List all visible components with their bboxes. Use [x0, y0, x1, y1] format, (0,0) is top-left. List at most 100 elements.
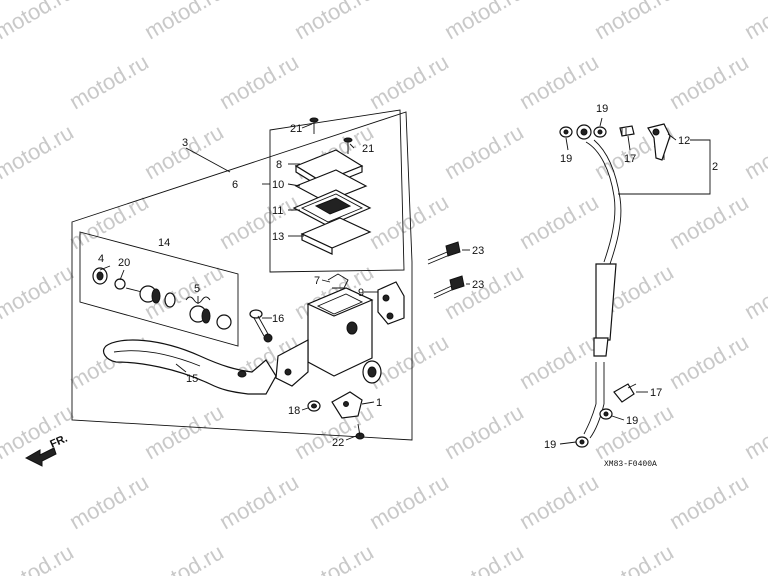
watermark-text: motod.ru [440, 539, 528, 576]
bolt-23a [427, 241, 461, 265]
watermark-text: motod.ru [515, 189, 603, 254]
watermark-text: motod.ru [665, 469, 753, 534]
leader-lines [99, 117, 677, 445]
watermark-text: motod.ru [740, 259, 768, 324]
watermark-text: motod.ru [140, 399, 228, 464]
diagram-code: XM83-F0400A [604, 460, 657, 469]
watermark-text: motod.ru [665, 189, 753, 254]
watermark-text: motod.ru [665, 49, 753, 114]
assembly-frame-14 [79, 231, 239, 347]
brake-hose [583, 139, 622, 439]
label-14: 14 [158, 237, 170, 249]
watermark-text: motod.ru [740, 399, 768, 464]
fitting-12 [647, 123, 671, 161]
watermark-text: motod.ru [440, 119, 528, 184]
watermark-text: motod.ru [65, 189, 153, 254]
label-7: 7 [314, 275, 320, 287]
label-19c: 19 [626, 415, 638, 427]
watermark-text: motod.ru [0, 469, 3, 534]
screw-21a [309, 117, 319, 134]
label-19b: 19 [596, 103, 608, 115]
label-21b: 21 [362, 143, 374, 155]
brake-lever [103, 339, 277, 395]
float [300, 217, 372, 255]
bolt-17a [619, 125, 635, 137]
label-2: 2 [712, 161, 718, 173]
watermark-text: motod.ru [515, 49, 603, 114]
label-21a: 21 [290, 123, 302, 135]
watermark-text: motod.ru [740, 119, 768, 184]
watermark-text: motod.ru [590, 539, 678, 576]
watermark-text: motod.ru [0, 49, 3, 114]
label-23b: 23 [472, 279, 484, 291]
watermark-text: motod.ru [215, 189, 303, 254]
watermark-text: motod.ru [0, 539, 78, 576]
watermark-text: motod.ru [0, 0, 78, 44]
nut-18 [307, 400, 321, 412]
label-3: 3 [182, 137, 188, 149]
label-22: 22 [332, 437, 344, 449]
watermark-text: motod.ru [590, 0, 678, 44]
label-10: 10 [272, 179, 284, 191]
pivot-bolt-16 [249, 309, 273, 343]
label-15: 15 [186, 373, 198, 385]
watermark-text: motod.ru [140, 539, 228, 576]
watermark-text: motod.ru [0, 119, 78, 184]
watermark-text: motod.ru [365, 469, 453, 534]
screw-21b [343, 137, 353, 154]
holder [377, 281, 405, 325]
watermark-text: motod.ru [515, 329, 603, 394]
watermark-text: motod.ru [0, 259, 78, 324]
label-9: 9 [358, 287, 364, 299]
watermark-text: motod.ru [290, 399, 378, 464]
part-labels: 21 21 3 8 6 10 11 13 14 4 20 5 15 16 7 9… [98, 103, 718, 451]
watermark-text: motod.ru [440, 0, 528, 44]
bolt-17b [613, 383, 637, 403]
label-1: 1 [376, 397, 382, 409]
watermark-text: motod.ru [440, 399, 528, 464]
watermark-text: motod.ru [65, 469, 153, 534]
piston-kit [92, 267, 232, 330]
bolt-23b [433, 275, 465, 299]
label-17a: 17 [624, 153, 636, 165]
watermark-text: motod.ru [140, 0, 228, 44]
watermark-text: motod.ru [665, 329, 753, 394]
diaphragm [292, 189, 372, 227]
label-20: 20 [118, 257, 130, 269]
clip-7 [327, 273, 349, 289]
banjo-washer-19a [559, 126, 573, 138]
banjo-fitting [576, 124, 592, 140]
watermark-text: motod.ru [365, 189, 453, 254]
label-4: 4 [98, 253, 104, 265]
watermark-text: motod.ru [0, 189, 3, 254]
watermark-text: motod.ru [65, 49, 153, 114]
label-8: 8 [276, 159, 282, 171]
label-23a: 23 [472, 245, 484, 257]
watermark-text: motod.ru [740, 539, 768, 576]
watermark-text: motod.ru [740, 0, 768, 44]
watermark-text: motod.ru [290, 0, 378, 44]
watermark-text: motod.ru [215, 469, 303, 534]
label-11: 11 [272, 205, 283, 217]
brake-light-switch [331, 391, 363, 419]
label-12: 12 [678, 135, 690, 147]
watermark-text: motod.ru [215, 49, 303, 114]
assembly-frame-6 [269, 109, 405, 273]
watermark-text: motod.ru [365, 49, 453, 114]
banjo-washer-19c [599, 408, 613, 420]
watermark-text: motod.ru [140, 119, 228, 184]
watermark-text: motod.ru [365, 329, 453, 394]
label-6: 6 [232, 179, 238, 191]
label-19a: 19 [560, 153, 572, 165]
label-18: 18 [288, 405, 300, 417]
label-19d: 19 [544, 439, 556, 451]
cap-plate [294, 169, 368, 203]
watermark-text: motod.ru [290, 539, 378, 576]
watermark-text: motod.ru [440, 259, 528, 324]
master-cylinder-body [275, 287, 382, 387]
assembly-frame-3 [71, 111, 413, 441]
label-17b: 17 [650, 387, 662, 399]
label-13: 13 [272, 231, 284, 243]
banjo-washer-19d [575, 436, 589, 448]
